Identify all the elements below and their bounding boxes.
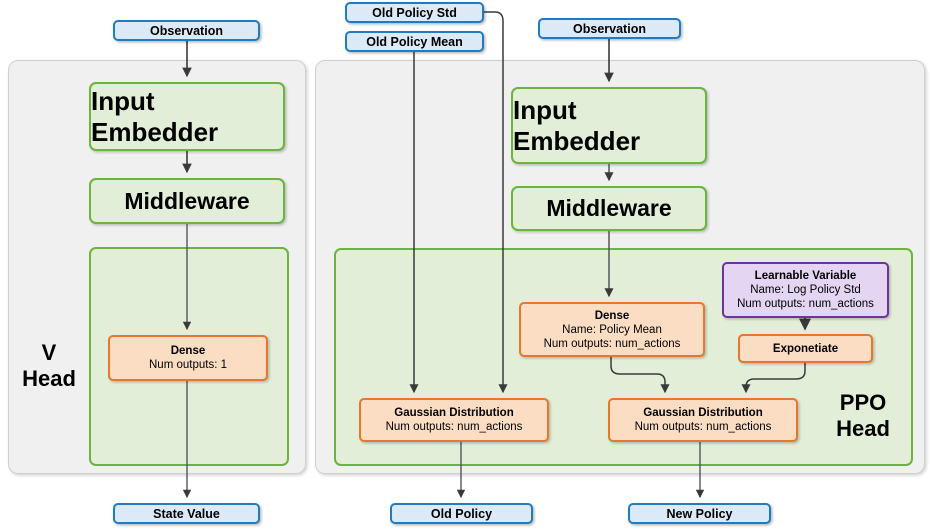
v-head-output-state-value[interactable]: State Value xyxy=(113,503,260,524)
ppo-head-input-embedder[interactable]: Input Embedder xyxy=(511,87,707,164)
ppo-gaussian-distribution-old[interactable]: Gaussian Distribution Num outputs: num_a… xyxy=(359,398,549,442)
v-head-input-embedder[interactable]: Input Embedder xyxy=(89,82,285,151)
ppo-output-old-policy-label: Old Policy xyxy=(430,506,493,521)
ppo-head-label-line1: PPO xyxy=(839,390,887,415)
ppo-exponentiate[interactable]: Exponetiate xyxy=(738,334,873,363)
ppo-output-new-policy[interactable]: New Policy xyxy=(628,503,771,524)
v-head-input-embedder-label: Input Embedder xyxy=(91,85,219,147)
ppo-gaussian-distribution-new[interactable]: Gaussian Distribution Num outputs: num_a… xyxy=(608,398,798,442)
v-head-dense[interactable]: Dense Num outputs: 1 xyxy=(108,335,268,381)
v-head-label-line2: Head xyxy=(22,366,76,391)
ppo-exponentiate-title: Exponetiate xyxy=(772,342,839,355)
v-head-dense-title: Dense xyxy=(170,345,206,357)
v-head-label-line1: V xyxy=(41,340,57,365)
v-head-middleware[interactable]: Middleware xyxy=(89,178,285,224)
ppo-output-old-policy[interactable]: Old Policy xyxy=(390,503,533,524)
ppo-input-old-policy-std-label: Old Policy Std xyxy=(372,5,457,20)
ppo-learnable-variable-num-outputs: Num outputs: num_actions xyxy=(737,298,874,310)
v-head-input-observation-label: Observation xyxy=(150,23,223,38)
ppo-dense-name: Name: Policy Mean xyxy=(562,323,662,336)
ppo-gaussian-new-num-outputs: Num outputs: num_actions xyxy=(634,421,772,433)
v-head-output-state-value-label: State Value xyxy=(153,506,220,521)
ppo-dense-title: Dense xyxy=(594,309,630,322)
ppo-input-old-policy-mean-label: Old Policy Mean xyxy=(366,34,463,49)
ppo-input-old-policy-std[interactable]: Old Policy Std xyxy=(345,2,484,23)
ppo-dense-policy-mean[interactable]: Dense Name: Policy Mean Num outputs: num… xyxy=(519,302,705,357)
ppo-gaussian-old-title: Gaussian Distribution xyxy=(394,407,514,419)
v-head-input-observation[interactable]: Observation xyxy=(113,20,260,41)
ppo-head-input-embedder-label: Input Embedder xyxy=(513,94,641,156)
ppo-learnable-variable-log-policy-std[interactable]: Learnable Variable Name: Log Policy Std … xyxy=(722,262,889,318)
v-head-label: V Head xyxy=(12,340,86,392)
ppo-dense-num-outputs: Num outputs: num_actions xyxy=(543,337,681,350)
v-head-dense-num-outputs: Num outputs: 1 xyxy=(149,359,227,371)
ppo-input-observation-label: Observation xyxy=(573,21,646,36)
ppo-gaussian-old-num-outputs: Num outputs: num_actions xyxy=(385,421,523,433)
ppo-learnable-variable-title: Learnable Variable xyxy=(754,270,857,282)
ppo-head-middleware[interactable]: Middleware xyxy=(511,186,707,231)
ppo-gaussian-new-title: Gaussian Distribution xyxy=(643,407,763,419)
ppo-head-label: PPO Head xyxy=(820,390,906,442)
ppo-head-middleware-label: Middleware xyxy=(546,195,672,221)
ppo-head-label-line2: Head xyxy=(836,416,890,441)
ppo-input-observation[interactable]: Observation xyxy=(538,18,681,39)
ppo-input-old-policy-mean[interactable]: Old Policy Mean xyxy=(345,31,484,52)
v-head-middleware-label: Middleware xyxy=(124,187,250,214)
ppo-output-new-policy-label: New Policy xyxy=(666,506,733,521)
ppo-learnable-variable-name: Name: Log Policy Std xyxy=(750,284,861,296)
